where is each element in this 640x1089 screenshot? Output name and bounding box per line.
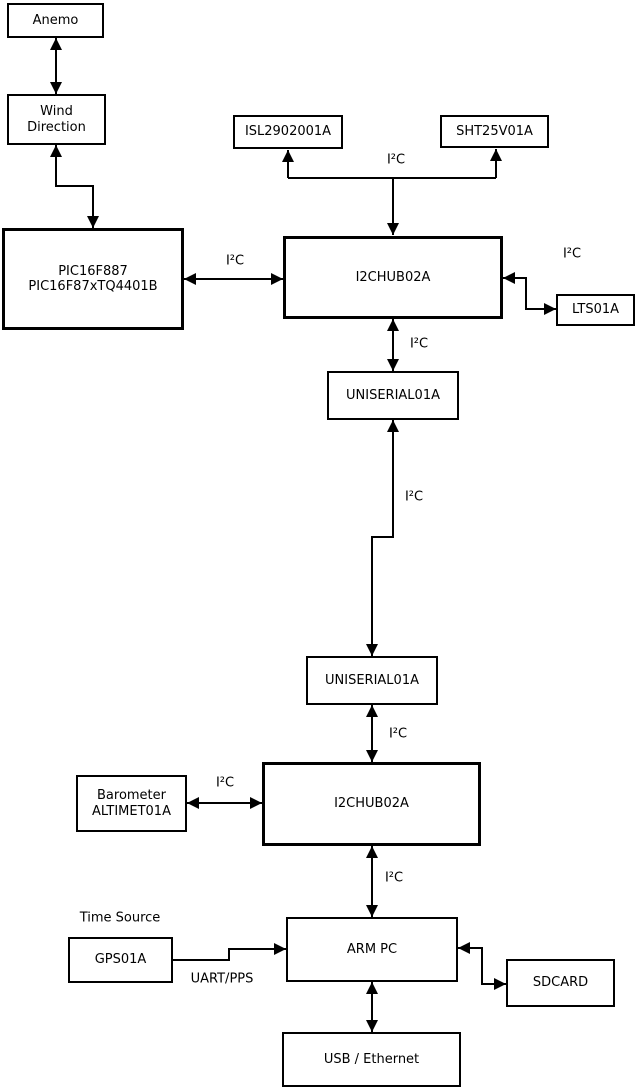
edge-label-i2c-sensors: I²C <box>386 152 406 168</box>
node-label: Direction <box>27 119 86 135</box>
node-label: ALTIMET01A <box>92 803 171 819</box>
node-sht25v01a: SHT25V01A <box>440 115 549 148</box>
node-barometer: Barometer ALTIMET01A <box>76 775 187 832</box>
node-label: PIC16F887 <box>58 263 128 279</box>
node-arm-pc: ARM PC <box>286 917 458 982</box>
edge-label-i2c-uniserial-hub2: I²C <box>388 726 408 742</box>
node-label: GPS01A <box>94 952 147 968</box>
edge-gps-armpc <box>173 943 286 961</box>
node-wind-direction: Wind Direction <box>7 94 106 145</box>
node-label: USB / Ethernet <box>323 1051 420 1067</box>
node-label: Wind <box>40 104 73 120</box>
node-label: Barometer <box>97 788 166 804</box>
node-label: ARM PC <box>346 941 398 957</box>
node-label: SHT25V01A <box>456 123 533 139</box>
node-label: PIC16F87xTQ4401B <box>28 279 158 294</box>
node-usb-ethernet: USB / Ethernet <box>282 1032 461 1087</box>
node-label: SDCARD <box>532 975 589 991</box>
edge-label-i2c-pic-hub: I²C <box>225 253 245 269</box>
edge-i2chub-lts <box>503 272 556 315</box>
node-anemo: Anemo <box>7 3 104 38</box>
label-uart-pps: UART/PPS <box>190 971 254 987</box>
node-lts01a: LTS01A <box>556 294 635 326</box>
edge-uniserial-uniserial <box>366 420 399 656</box>
node-label: LTS01A <box>571 302 620 318</box>
edge-wind-pic <box>50 145 99 228</box>
edge-label-i2c-hub-uniserial: I²C <box>409 336 429 352</box>
edge-label-i2c-lts: I²C <box>562 246 582 262</box>
node-i2chub-bottom: I2CHUB02A <box>262 762 481 846</box>
node-uniserial-top: UNISERIAL01A <box>327 371 459 420</box>
node-isl2902001a: ISL2902001A <box>233 115 343 149</box>
edge-label-i2c-barometer: I²C <box>215 775 235 791</box>
node-i2chub-top: I2CHUB02A <box>283 236 503 319</box>
node-label: I2CHUB02A <box>334 796 409 812</box>
edge-label-i2c-uniserial-link: I²C <box>404 489 424 505</box>
node-uniserial-bottom: UNISERIAL01A <box>306 656 438 705</box>
node-label: ISL2902001A <box>244 124 332 140</box>
node-label: UNISERIAL01A <box>325 672 419 688</box>
node-label: Anemo <box>32 12 79 28</box>
edge-armpc-sdcard <box>458 942 506 990</box>
edge-label-i2c-hub2-armpc: I²C <box>384 870 404 886</box>
node-sdcard: SDCARD <box>506 959 615 1007</box>
node-label: I2CHUB02A <box>355 269 431 285</box>
node-pic16f887: PIC16F887 PIC16F87xTQ4401B <box>2 228 184 330</box>
label-time-source: Time Source <box>79 910 161 926</box>
node-gps01a: GPS01A <box>68 937 173 983</box>
node-label: UNISERIAL01A <box>346 387 440 403</box>
